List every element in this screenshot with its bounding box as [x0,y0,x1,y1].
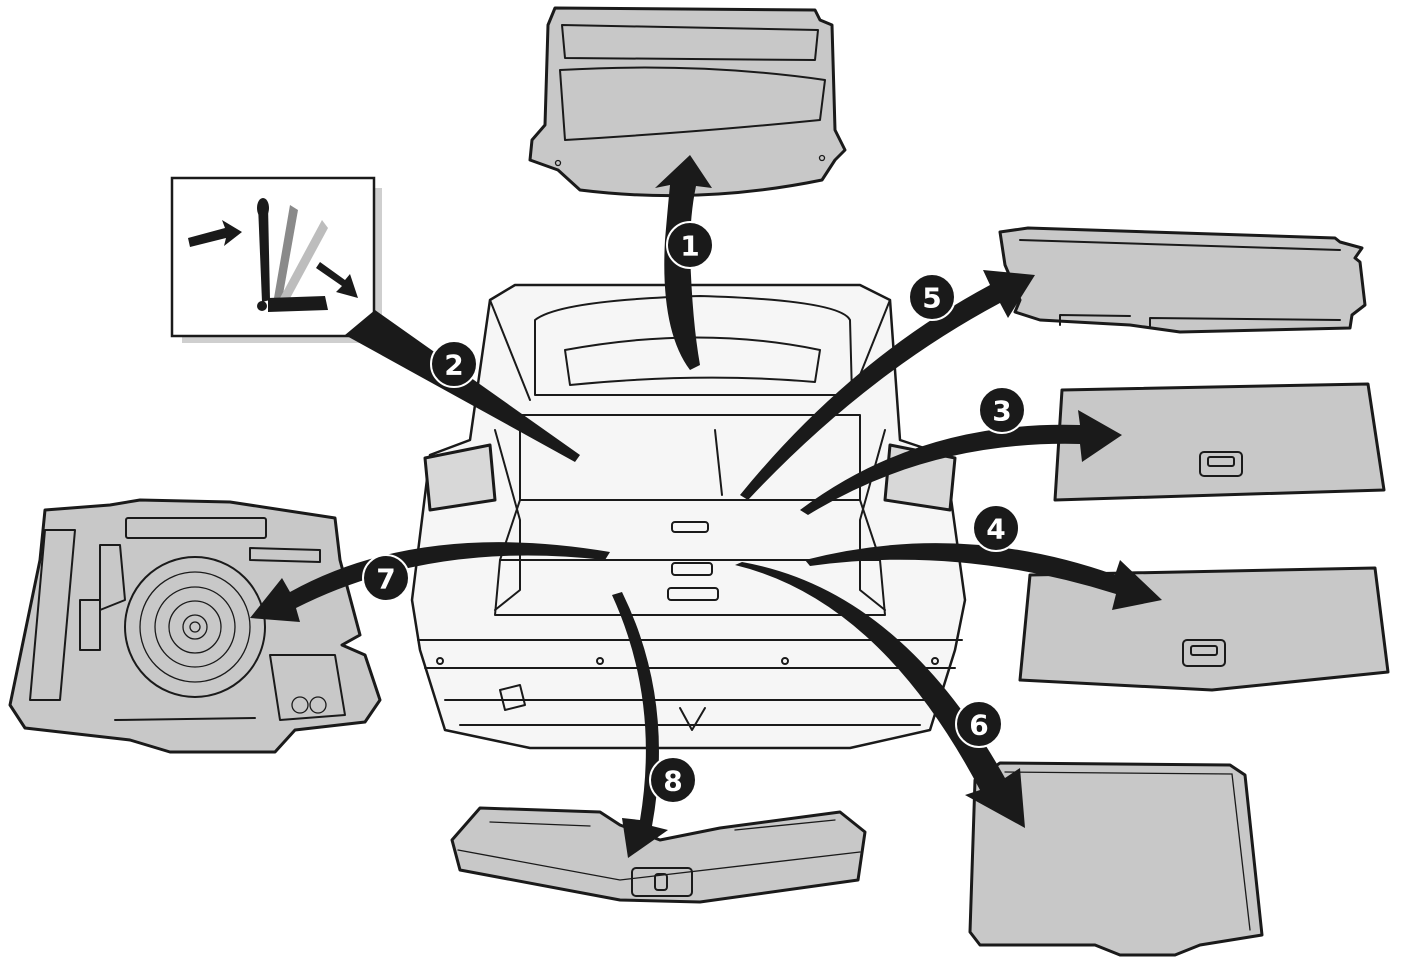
part-6-trunk-mat [968,761,1264,957]
seat-fold-icon [188,198,358,312]
svg-text:4: 4 [986,513,1005,546]
part-4-floor-panel [1018,566,1390,692]
callout-8: 8 [649,756,697,804]
seat-fold-inset [170,176,382,343]
part-3-floor-panel [1053,382,1386,502]
svg-text:7: 7 [376,563,395,596]
svg-text:1: 1 [680,230,699,263]
svg-text:5: 5 [922,282,941,315]
part-5-storage-tray [998,226,1367,334]
svg-text:2: 2 [444,349,463,382]
callout-6: 6 [955,700,1003,748]
part-7-underfloor-tray [8,498,382,754]
svg-text:8: 8 [663,765,682,798]
part-8-sill-trim [450,806,867,904]
callout-3: 3 [978,386,1026,434]
callout-5: 5 [908,273,956,321]
part-1-luggage-cover [528,6,847,198]
callout-4: 4 [972,504,1020,552]
svg-text:6: 6 [969,709,988,742]
callout-7: 7 [362,554,410,602]
callout-2: 2 [430,340,478,388]
svg-text:3: 3 [992,395,1011,428]
callout-1: 1 [666,221,714,269]
